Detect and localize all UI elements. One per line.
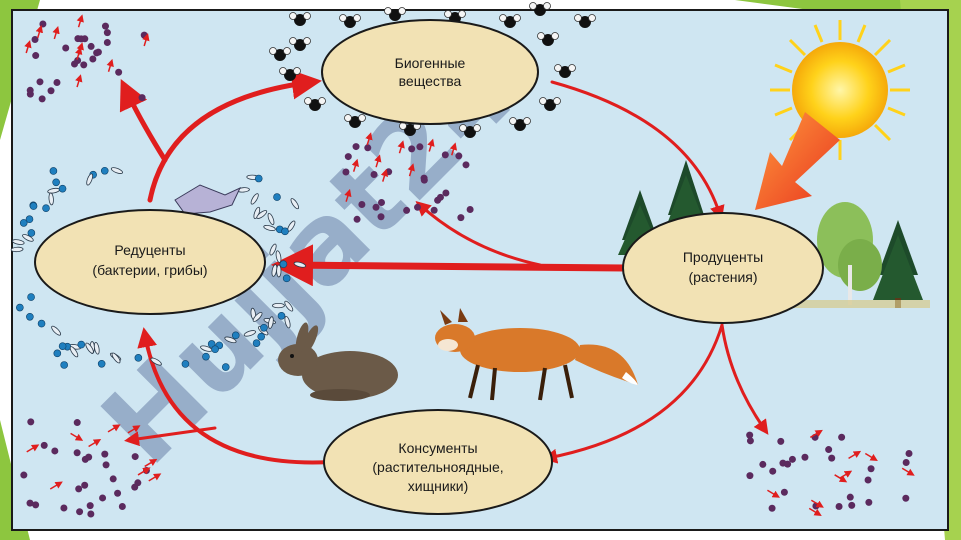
molecule-icon [529,2,551,16]
molecule-icon [269,47,291,61]
arrow-consumers-to-decomposers [137,327,332,465]
sun-icon [770,20,910,160]
particle-cluster [24,14,150,103]
molecule-icon [384,7,406,21]
molecule-icon [574,14,596,28]
arrow-biogenic-to-producers [550,80,725,221]
arrow-producers-to-consumers [542,323,724,464]
particle-clusters [20,14,915,518]
bacteria-icon [10,166,307,371]
molecule-icon [344,114,366,128]
ground-strip [790,300,930,308]
molecule-icon [289,12,311,26]
node-decomposers: Редуценты (бактерии, грибы) [34,209,266,315]
molecule-icon [289,37,311,51]
molecule-icon [304,97,326,111]
molecule-icon [537,32,559,46]
node-biogenic-line2: вещества [399,73,462,89]
node-biogenic-line1: Биогенные [395,55,466,71]
node-consumers-line3: хищники) [408,478,469,494]
fox-icon [435,308,638,401]
particle-cluster [20,418,162,518]
node-decomposers-line1: Редуценты [114,242,185,258]
sunlight-arrow [755,112,840,210]
molecule-icon [509,117,531,131]
node-decomposers-line2: (бактерии, грибы) [92,262,207,278]
node-biogenic: Биогенные вещества [321,19,539,125]
molecule-icon [339,14,361,28]
node-consumers-line1: Консументы [398,440,477,456]
particle-cluster [342,132,474,223]
node-consumers: Консументы (растительноядные, хищники) [323,409,553,515]
arrow-producers-to-decomposers [271,244,629,287]
node-consumers-line2: (растительноядные, [372,459,503,475]
node-producers: Продуценты (растения) [622,212,824,324]
molecule-icon [539,97,561,111]
cycle-arrows [119,69,769,465]
arrow-inner-producers [415,200,542,267]
arrow-consumers-down-left [124,426,217,447]
rabbit-icon [278,322,398,401]
birch-tree-icon [817,202,882,305]
arrow-decomposers-up-left [119,78,168,163]
molecule-icon [554,64,576,78]
particle-cluster [746,429,915,516]
node-producers-line2: (растения) [688,269,757,285]
arrow-producers-down-right [720,323,769,435]
molecule-icon [499,14,521,28]
molecule-icon [279,67,301,81]
molecule-icon [459,124,481,138]
arrow-decomposers-to-biogenic [147,69,322,203]
node-producers-line1: Продуценты [683,249,763,265]
